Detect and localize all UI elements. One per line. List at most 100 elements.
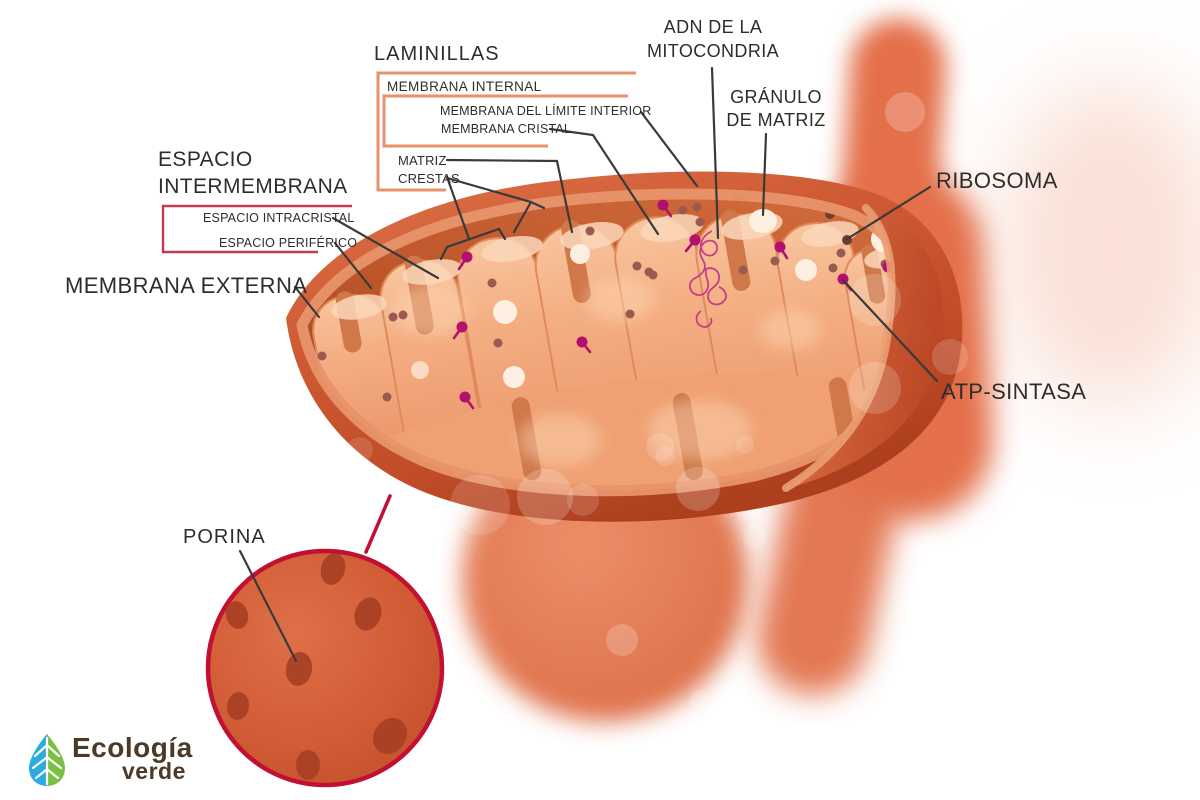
crista-highlight — [640, 214, 704, 242]
label-espacio-line1: ESPACIO — [158, 148, 253, 171]
matrix-glow — [586, 278, 654, 322]
ribosome-dot — [648, 270, 658, 280]
label-granulo-line1: GRÁNULO — [730, 87, 822, 107]
label-adn-line2: MITOCONDRIA — [646, 41, 780, 61]
ecologia-verde-logo: Ecología verde — [26, 728, 256, 792]
label-membrana-limite-interior: MEMBRANA DEL LÍMITE INTERIOR — [440, 104, 652, 118]
matrix-granule-target — [749, 209, 777, 233]
porin-spot — [225, 601, 249, 629]
label-espacio-line2: INTERMEMBRANA — [158, 175, 348, 198]
bokeh-spot — [932, 339, 968, 375]
crestas-bracket-mark-1 — [439, 227, 507, 261]
label-atp-sintasa: ATP-SINTASA — [941, 379, 1087, 404]
bokeh-spot — [655, 446, 675, 466]
atp-synthase-head — [456, 321, 468, 333]
crista-highlight — [560, 222, 624, 250]
label-espacio-periferico: ESPACIO PERIFÉRICO — [219, 236, 358, 250]
label-adn-line1: ADN DE LA — [663, 17, 763, 37]
label-adn-mitocondria: ADN DE LA MITOCONDRIA — [640, 15, 786, 63]
leader-espacio-periferico — [333, 241, 373, 290]
ribosome-dot — [585, 226, 595, 236]
laminillas-bracket-inner — [382, 94, 628, 148]
label-espacio-intracristal: ESPACIO INTRACRISTAL — [203, 211, 355, 225]
porin-spot — [320, 553, 346, 585]
logo-text-top: Ecología — [72, 732, 193, 763]
leader-atp-sintasa — [841, 278, 939, 383]
atp-synthase-head — [459, 391, 471, 403]
bokeh-spot — [736, 436, 754, 454]
ribosome-dot — [770, 256, 780, 266]
ribosome-dot — [382, 392, 392, 402]
leader-membrana-cristal — [548, 127, 660, 236]
atp-synthase-head — [774, 241, 786, 253]
ribosome-dot — [692, 202, 702, 212]
porin-spot — [296, 750, 320, 780]
porin-spot — [354, 597, 382, 631]
porin-spot — [226, 692, 250, 720]
ribosome-dot — [836, 248, 846, 258]
bokeh-spot — [849, 362, 901, 414]
ribosome-dot — [695, 217, 705, 227]
leader-espacio-intracristal — [331, 216, 440, 280]
leader-membrana-externa — [293, 285, 321, 319]
bokeh-spot — [676, 467, 720, 511]
label-matriz: MATRIZ — [398, 153, 447, 168]
cristae-group — [312, 194, 915, 491]
crista-highlight — [331, 294, 387, 320]
ribosome-dot — [493, 338, 503, 348]
matrix-granule — [493, 300, 517, 324]
crestas-bracket-mark-2 — [512, 200, 546, 234]
ribosome-dot — [738, 265, 748, 275]
matrix-glow — [648, 400, 752, 460]
leader-ribosoma — [845, 185, 932, 241]
membrane-dome-right — [782, 206, 944, 490]
bokeh-spot — [567, 484, 599, 516]
matrix-glow — [760, 310, 820, 350]
ribosome-dot — [398, 310, 408, 320]
bokeh-spot — [849, 274, 901, 326]
bokeh-spot — [743, 525, 767, 549]
espacio-bracket — [161, 204, 352, 254]
label-membrana-internal: MEMBRANA INTERNAL — [387, 79, 542, 94]
label-espacio-intermembrana: ESPACIO INTERMEMBRANA — [158, 146, 348, 200]
ribosome-dot — [625, 309, 635, 319]
matrix-granule — [411, 361, 429, 379]
matrix-granule — [503, 366, 525, 388]
ribosome-dot — [487, 278, 497, 288]
ribosome-dot — [828, 263, 838, 273]
matrix-glow — [392, 284, 468, 336]
leader-crestas-2 — [445, 176, 533, 204]
label-membrana-externa: MEMBRANA EXTERNA — [65, 273, 308, 298]
leader-granulo — [761, 132, 768, 217]
atp-synthase-head — [689, 234, 701, 246]
leader-crestas-1 — [445, 175, 471, 241]
crista-highlight — [481, 236, 543, 262]
ribosome-dot — [317, 351, 327, 361]
leader-membrana-limite — [639, 110, 699, 188]
label-porina: PORINA — [183, 526, 266, 548]
porina-connector-line — [364, 494, 392, 554]
porin-spot-target — [285, 652, 313, 686]
bokeh-spot — [347, 437, 373, 463]
atp-synthase-head — [657, 199, 669, 211]
leader-porina — [238, 549, 298, 663]
leader-matriz — [445, 158, 574, 234]
ribosome-dot — [678, 205, 688, 215]
label-crestas: CRESTAS — [398, 171, 460, 186]
label-membrana-cristal: MEMBRANA CRISTAL — [441, 122, 572, 136]
atp-synthase-head — [576, 336, 588, 348]
leader-adn — [710, 66, 720, 240]
porin-spot — [372, 717, 408, 755]
background-halo-right — [1000, 80, 1200, 410]
mitochondrial-dna — [689, 230, 727, 328]
label-granulo-line2: DE MATRIZ — [726, 110, 826, 130]
ribosome-dot — [388, 312, 398, 322]
matrix-granule — [570, 244, 590, 264]
bokeh-spot — [450, 475, 510, 535]
bokeh-spot — [885, 92, 925, 132]
bokeh-spot — [606, 624, 638, 656]
laminillas-bracket-outer — [376, 71, 636, 192]
label-laminillas: LAMINILLAS — [374, 43, 500, 65]
